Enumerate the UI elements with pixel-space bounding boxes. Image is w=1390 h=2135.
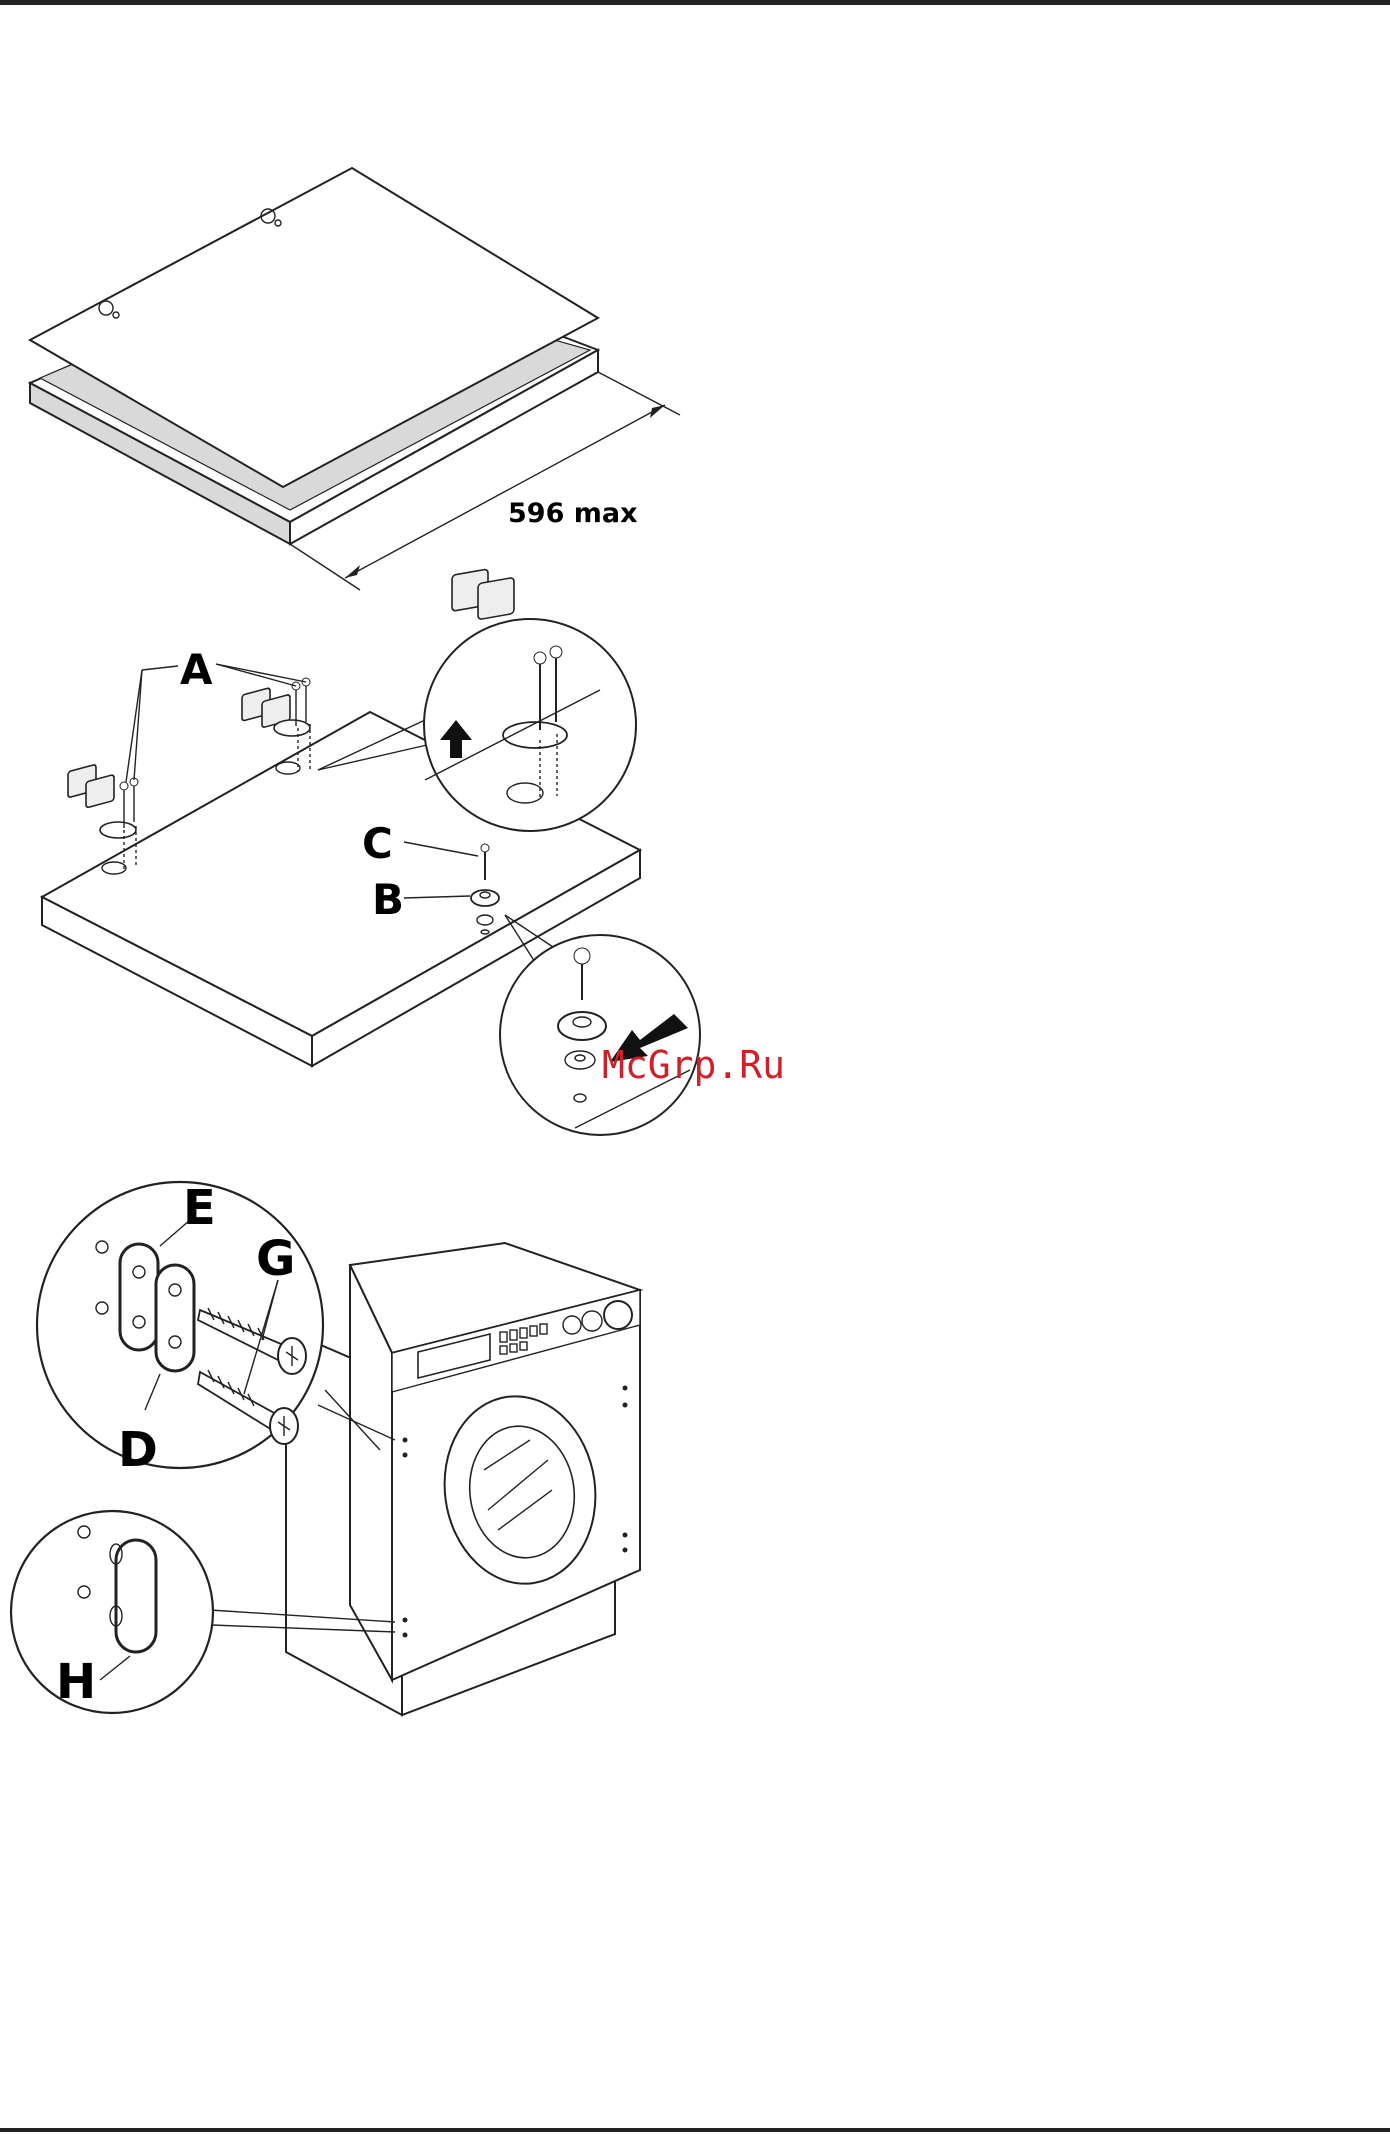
label-a: A — [180, 645, 213, 694]
figure-worktop-panels: 596 max — [30, 168, 680, 590]
dimension-label: 596 max — [508, 498, 638, 529]
figure-washing-machine: E G D H — [11, 1180, 640, 1715]
hinge-detail-circle — [424, 569, 636, 831]
label-e: E — [183, 1180, 216, 1236]
figure-hinges-and-stop: A C B — [42, 569, 785, 1135]
cover-cap-detail-circle — [11, 1511, 213, 1713]
label-d: D — [118, 1422, 158, 1478]
label-g: G — [256, 1231, 295, 1287]
stop-detail-circle — [500, 935, 700, 1135]
label-b: B — [372, 875, 404, 924]
label-h: H — [56, 1654, 96, 1710]
magnet-plate-detail-circle — [37, 1182, 323, 1468]
watermark: McGrp.Ru — [602, 1043, 785, 1087]
label-c: C — [362, 819, 393, 868]
